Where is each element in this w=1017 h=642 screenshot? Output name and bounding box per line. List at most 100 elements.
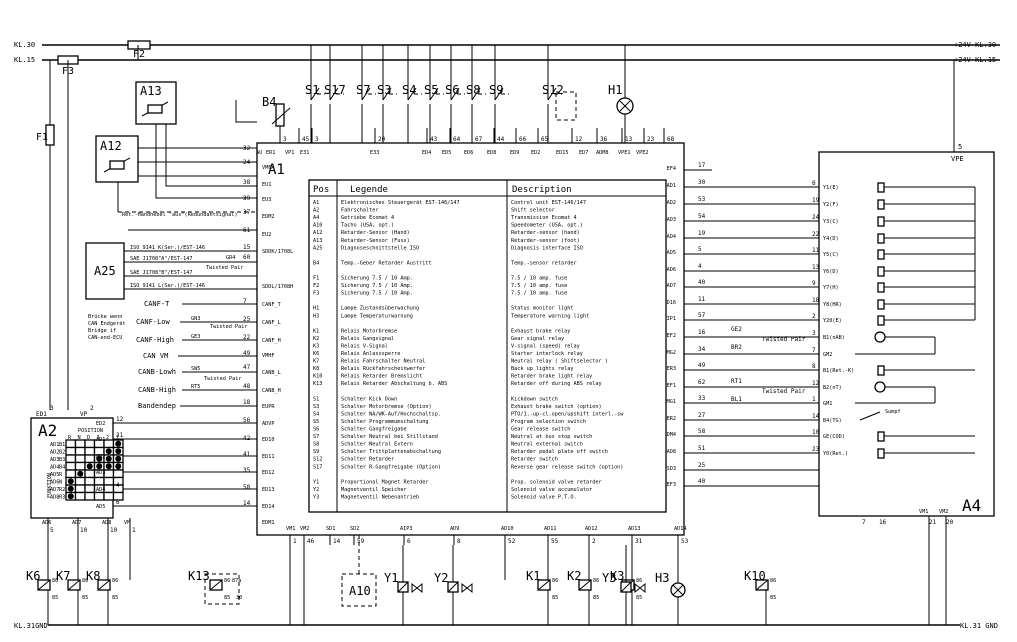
a2-right-pin-number: 8: [116, 449, 120, 456]
legend-row-pos: A10: [313, 223, 322, 229]
a4-pin-label: Y1(E): [823, 185, 839, 191]
relay-label: K1: [526, 569, 540, 583]
a1-left-pin-number: 58: [243, 484, 251, 491]
a25-line-3: SAE J1708"B"/EST-147: [130, 270, 192, 276]
switch-label: S8: [466, 83, 480, 97]
a2-right-pin-label: AD2: [96, 454, 105, 460]
rail-kl15-label: KL.15: [14, 56, 35, 64]
legend-row-en: Neutral external switch: [511, 442, 583, 448]
a1-bottom-pin-number: 46: [307, 538, 315, 545]
relay-label: K6: [26, 569, 40, 583]
legend-row-pos: Y2: [313, 487, 319, 493]
legend-row-pos: B4: [313, 260, 319, 266]
legend-row-pos: K10: [313, 374, 322, 380]
h1-label: H1: [608, 83, 622, 97]
relay-pin: 86: [224, 578, 230, 584]
fuses: F2 F3 F1: [36, 40, 151, 410]
a1-right-pin-label: EF4: [667, 166, 676, 172]
legend-row-pos: A1: [313, 200, 319, 206]
a1-right-pin-label: AD1: [667, 183, 676, 189]
legend-row-en: Retarder switch: [511, 457, 558, 463]
a1-top-pin-label: VP1: [285, 150, 294, 156]
a4-sumpf: Sumpf: [885, 409, 901, 415]
a1-left-pin-label: ED12: [262, 470, 275, 476]
a2-row-pin: R3: [59, 495, 65, 501]
legend-row-de: Schalter Motorbremse (Option): [341, 404, 432, 410]
legend-row-pos: K7: [313, 359, 319, 365]
a1-top-pin-number: 64: [453, 136, 461, 143]
a2-row-label: AD4: [50, 465, 59, 471]
a2-col-header: N: [78, 435, 81, 441]
canf-low-label: CANF-Low: [136, 318, 171, 326]
a2-right-pin-label: AD4: [96, 487, 105, 493]
legend-row-en: Exhaust brake switch (option): [511, 404, 602, 410]
a1-right-pin-number: 30: [698, 179, 706, 186]
a2-right-pin-label: AD3: [96, 470, 105, 476]
legend-row-en: Retarder-sensor (hand): [511, 230, 580, 236]
a4-bottom-pin-number: 21: [929, 519, 937, 526]
a13-label: A13: [140, 84, 162, 98]
a1-right-pin-label: AIP1: [664, 316, 677, 322]
note-twisted-1: Twisted Pair: [762, 336, 806, 343]
fuse-f1-symbol: [45, 124, 55, 146]
a4-transmission: VPE 5 A4 Y1(E)6Y2(F)19Y3(C)24Y4(D)22Y5(C…: [812, 60, 995, 625]
canb-low-label: CANB-Lowh: [138, 368, 176, 376]
a25-line-4: ISO 9141 L(Ser.)/EST-146: [130, 283, 205, 289]
a12-retarder-sensor-hand: A12: [95, 135, 257, 183]
a4-pin-number: 10: [812, 429, 820, 436]
a4-top-label: VPE: [951, 155, 964, 163]
a2-right-pin-label: AD5: [96, 504, 105, 510]
fuse-f2-label: F2: [133, 49, 145, 60]
solenoid-label: Y2: [434, 571, 448, 585]
a2-dot: [115, 448, 122, 455]
a1-right-pin-label: VMG1: [664, 399, 677, 405]
a4-pin-number: 6: [812, 180, 816, 187]
legend-row-en: Speedometer (USA, opt.): [511, 223, 583, 229]
a4-pin-label: Y8(HR): [823, 302, 842, 308]
legend-row-de: Diagnoseschnittstelle ISO: [341, 245, 419, 251]
a1-top-pin-label: E31: [300, 150, 309, 156]
switch-label: S12: [542, 83, 564, 97]
note-br2: BR2: [731, 344, 742, 351]
a4-pin-number: 22: [812, 231, 820, 238]
a1-right-pin-label: AD2: [667, 200, 676, 206]
relay-pin: 86: [636, 578, 642, 584]
a1-left-pin-label: ED14: [262, 504, 275, 510]
can-gn3: GN3: [191, 316, 200, 322]
a1-left-pin-number: 25: [243, 316, 251, 323]
h3-label: H3: [655, 571, 669, 585]
relay-pin: 85: [224, 595, 230, 601]
a1-left-pin-label: ED13: [262, 487, 275, 493]
a1-top-pin-number: 20: [378, 136, 386, 143]
legend-pos-header: Pos: [313, 185, 329, 195]
relay-pin: 87a: [232, 578, 241, 584]
a1-left-pin-label: EDM2: [262, 214, 275, 220]
switch-label: S6: [445, 83, 459, 97]
a2-right-pin-number: 6: [116, 499, 120, 506]
a1-top-pin-label: ED8: [487, 150, 496, 156]
legend-row-de: Schalter Gangfreigabe: [341, 427, 407, 433]
a1-bottom-pin-label: SD2: [350, 526, 359, 532]
legend-row-en: 7.5 / 10 amp. fuse: [511, 291, 567, 297]
can-note-3: Bridge if: [88, 328, 116, 334]
legend-row-de: Elektronisches Steuergerät EST-146/147: [341, 200, 460, 206]
a2-row-pin: B3: [59, 457, 65, 463]
a4-pin-label: Y20(E): [823, 318, 842, 324]
legend-row-en: Retarder pedal plate off switch: [511, 449, 608, 455]
a1-right-pin-label: AD3: [667, 217, 676, 223]
legend-row-pos: K13: [313, 381, 322, 387]
legend-row-de: Lampe Temperaturwarnung: [341, 313, 413, 319]
a2-bottom-pin-label: AD7: [72, 520, 81, 526]
a2-dot: [96, 463, 103, 470]
a2-row-label: AD8: [50, 495, 59, 501]
rail-kl30-label: KL.30: [14, 41, 35, 49]
a2-right-pin-label: ED2: [96, 421, 105, 427]
a2-col-header: 1: [116, 435, 119, 441]
legend-row-en: 7.5 / 10 amp. fuse: [511, 283, 567, 289]
a1-bottom-pin-label: VM1: [286, 526, 295, 532]
a4-top-num: 5: [958, 143, 962, 151]
a1-left-pin-label: EDM1: [262, 520, 275, 526]
a2-bottom-pin-label: AD8: [102, 520, 111, 526]
